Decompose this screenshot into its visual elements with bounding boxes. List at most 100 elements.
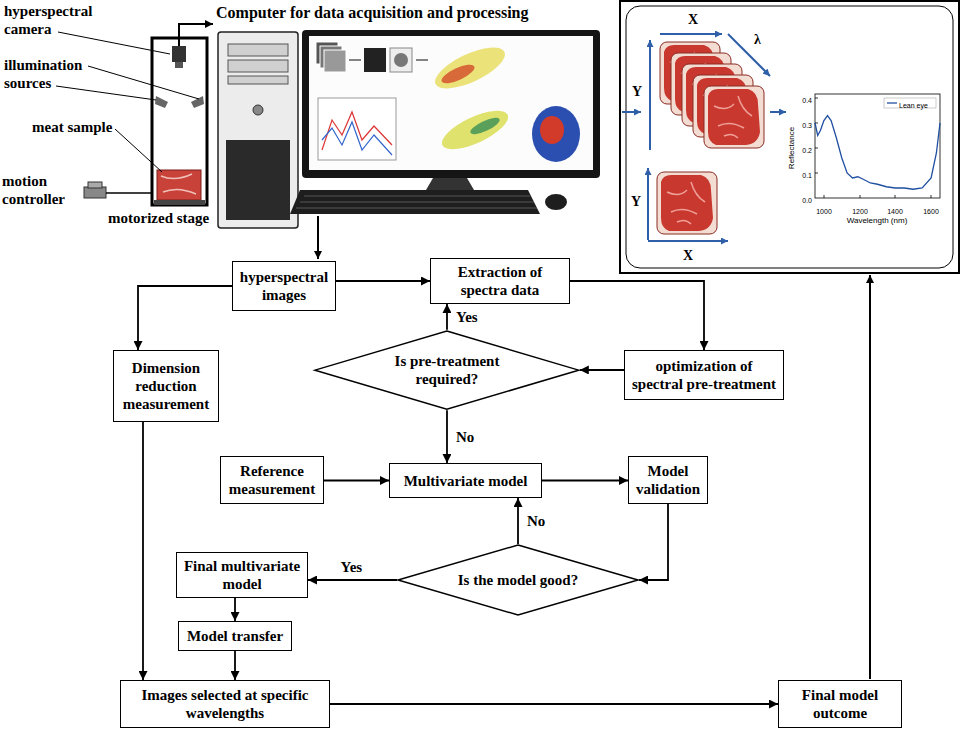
computer-monitor: [532, 106, 580, 162]
label: 0.0: [802, 189, 812, 207]
label: 1600: [923, 208, 939, 215]
computer-monitor: [302, 30, 600, 178]
spectrum-chart: [884, 98, 936, 108]
label: 0.0: [802, 197, 812, 204]
node-text: Is the model good?: [443, 571, 593, 589]
label: hyperspectral camera: [4, 2, 116, 38]
label: Reflectance: [780, 127, 798, 169]
process-box: optimization of spectral pre-treatment: [624, 350, 784, 400]
connector-arrow: [142, 422, 144, 680]
computer-monitor: [390, 48, 412, 72]
label: Reflectance: [787, 127, 796, 169]
label: Y: [631, 194, 641, 209]
imaging-chamber: [161, 174, 196, 194]
label: 1200: [852, 208, 868, 215]
computer-monitor: [416, 59, 428, 60]
node-text: Reference measurement: [226, 462, 318, 498]
computer-monitor: [322, 122, 392, 155]
camera-signal-arrow: [179, 24, 213, 46]
legend-text: Lean eye: [899, 102, 928, 109]
diamond-outline: [398, 545, 638, 615]
diamond-outline: [314, 330, 580, 410]
diamond-outline: [315, 331, 579, 409]
hypercube-slices: [657, 172, 717, 234]
process-box: Model transfer: [178, 621, 292, 651]
label: Wavelength (nm): [847, 209, 908, 227]
label: 0.4: [802, 89, 812, 107]
label: illumination sources: [4, 56, 116, 92]
label: 0.2: [802, 147, 812, 154]
process-box: Extraction of spectra data: [430, 258, 570, 304]
connector-arrow: [138, 286, 232, 350]
label: illumination sources: [4, 57, 82, 91]
label: 0.1: [802, 164, 812, 182]
process-box: Multivariate model: [389, 463, 542, 498]
label: 0.3: [802, 114, 812, 132]
imaging-chamber: [154, 200, 205, 205]
label: X: [683, 248, 693, 263]
process-box: Reference measurement: [220, 456, 324, 504]
imaging-chamber: [172, 46, 186, 62]
connector-arrow: [580, 369, 624, 371]
node-text: Model validation: [634, 462, 702, 498]
connector-arrow: [324, 480, 389, 482]
mouse: [545, 194, 567, 210]
process-box: Dimension reduction measurement: [113, 350, 219, 422]
label: motion controller: [2, 172, 82, 208]
node-text: Final model outcome: [784, 686, 896, 722]
axis-arrow: [728, 34, 770, 76]
computer-monitor: [430, 39, 511, 96]
edge-label: Yes: [339, 559, 365, 575]
computer-monitor: [318, 98, 396, 160]
label: X: [688, 12, 698, 27]
hypercube-panel: [626, 6, 953, 268]
spectrum-chart: [815, 94, 940, 198]
computer-tower: [253, 105, 263, 115]
connector-arrow: [330, 703, 778, 705]
label: 1200: [852, 200, 868, 218]
keyboard: [290, 190, 540, 214]
hypercube-slices: [657, 42, 764, 234]
node-text: Model transfer: [184, 627, 286, 645]
decision-diamond: Is pre-treatment required?: [314, 330, 580, 410]
label: Computer for data acquisition and proces…: [216, 4, 528, 21]
edge-label: No: [525, 512, 547, 530]
label: 1000: [816, 208, 832, 215]
label: Computer for data acquisition and proces…: [216, 3, 528, 22]
label: X: [683, 246, 693, 265]
edge-label: No: [454, 429, 476, 445]
label: Y: [632, 82, 642, 101]
edge-label: Yes: [454, 309, 480, 325]
computer-monitor: [309, 36, 593, 170]
computer-tower: [218, 32, 298, 228]
computer-tower: [228, 76, 288, 84]
connector-arrow: [570, 281, 704, 350]
computer-monitor: [322, 112, 392, 150]
label: 0.1: [802, 172, 812, 179]
leader-line: [56, 32, 199, 172]
connector-arrow: [234, 598, 236, 621]
label: motorized stage: [108, 210, 209, 226]
connector-arrow: [517, 498, 519, 544]
connector-arrow: [639, 504, 668, 580]
computer-tower: [226, 140, 290, 220]
computer-monitor: [439, 61, 477, 87]
keyboard: [290, 190, 540, 214]
node-text: Dimension reduction measurement: [119, 359, 213, 413]
computer-monitor: [437, 103, 513, 157]
leader-line: [88, 66, 199, 99]
label: λ: [754, 30, 761, 49]
computer-monitor: [364, 48, 386, 72]
legend-entry: Lean eye: [899, 94, 928, 112]
imaging-chamber: [152, 38, 207, 205]
connector-arrow: [308, 579, 397, 581]
spectrum-chart: [887, 102, 897, 103]
data-flow-arrow: [869, 275, 871, 679]
process-box: hyperspectral images: [232, 261, 336, 311]
label: 0.4: [802, 97, 812, 104]
process-box: Final multivariate model: [176, 552, 308, 598]
axis-arrow: [622, 34, 786, 241]
process-box: Images selected at specific wavelengths: [120, 680, 330, 728]
hypercube-panel: [620, 1, 959, 273]
